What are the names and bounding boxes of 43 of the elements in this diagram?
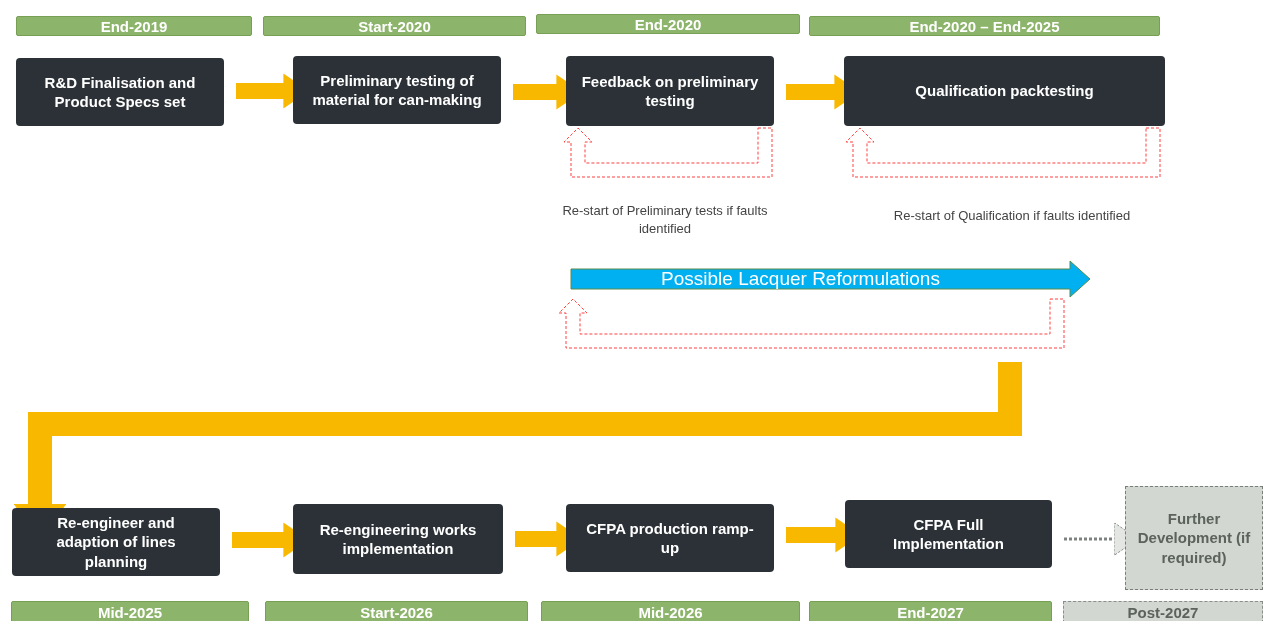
node-text: Start-2020 [358, 17, 431, 35]
node-text: End-2020 – End-2025 [909, 17, 1060, 35]
date-bar [541, 601, 800, 621]
arrow [563, 127, 773, 178]
arrow [845, 127, 1161, 178]
node-text: Qualification packtesting [915, 81, 1094, 101]
date-bar [11, 601, 249, 621]
node-text: End-2020 [634, 15, 702, 33]
process-box [844, 56, 1165, 126]
node-text: Further Development (if required) [1136, 508, 1252, 568]
note-text: Re-start of Preliminary tests if faults identified [561, 202, 769, 238]
node-text: End-2019 [100, 17, 168, 35]
date-bar [809, 601, 1052, 621]
process-box [1125, 486, 1263, 590]
process-box [845, 500, 1052, 568]
date-bar [263, 16, 526, 36]
node-text: CFPA production ramp-up [585, 518, 755, 558]
node-text: End-2027 [897, 603, 964, 621]
node-text: Mid-2026 [638, 603, 703, 621]
process-box [566, 56, 774, 126]
node-text: Feedback on preliminary testing [580, 71, 760, 111]
process-box [293, 504, 503, 574]
node-text: CFPA Full Implementation [892, 514, 1005, 554]
process-box [16, 58, 224, 126]
date-bar [265, 601, 528, 621]
node-text: Re-engineering works implementation [318, 519, 478, 559]
node-text: Re-engineer and adaption of lines planning [55, 512, 177, 572]
note-text: Re-start of Qualification if faults identified [892, 207, 1132, 225]
date-bar [536, 14, 800, 34]
date-bar [16, 16, 252, 36]
arrow [558, 298, 1065, 349]
node-text: Preliminary testing of material for can-making [311, 70, 483, 110]
process-box [12, 508, 220, 576]
block-arrow [571, 261, 1090, 297]
node-text: Possible Lacquer Reformulations [661, 268, 940, 290]
node-text: Mid-2025 [97, 603, 163, 621]
date-bar [1063, 601, 1263, 621]
node-text: Start-2026 [360, 603, 433, 621]
process-box [293, 56, 501, 124]
process-box [566, 504, 774, 572]
node-text: Post-2027 [1127, 604, 1199, 621]
node-text: R&D Finalisation and Product Specs set [43, 72, 197, 112]
date-bar [809, 16, 1160, 36]
